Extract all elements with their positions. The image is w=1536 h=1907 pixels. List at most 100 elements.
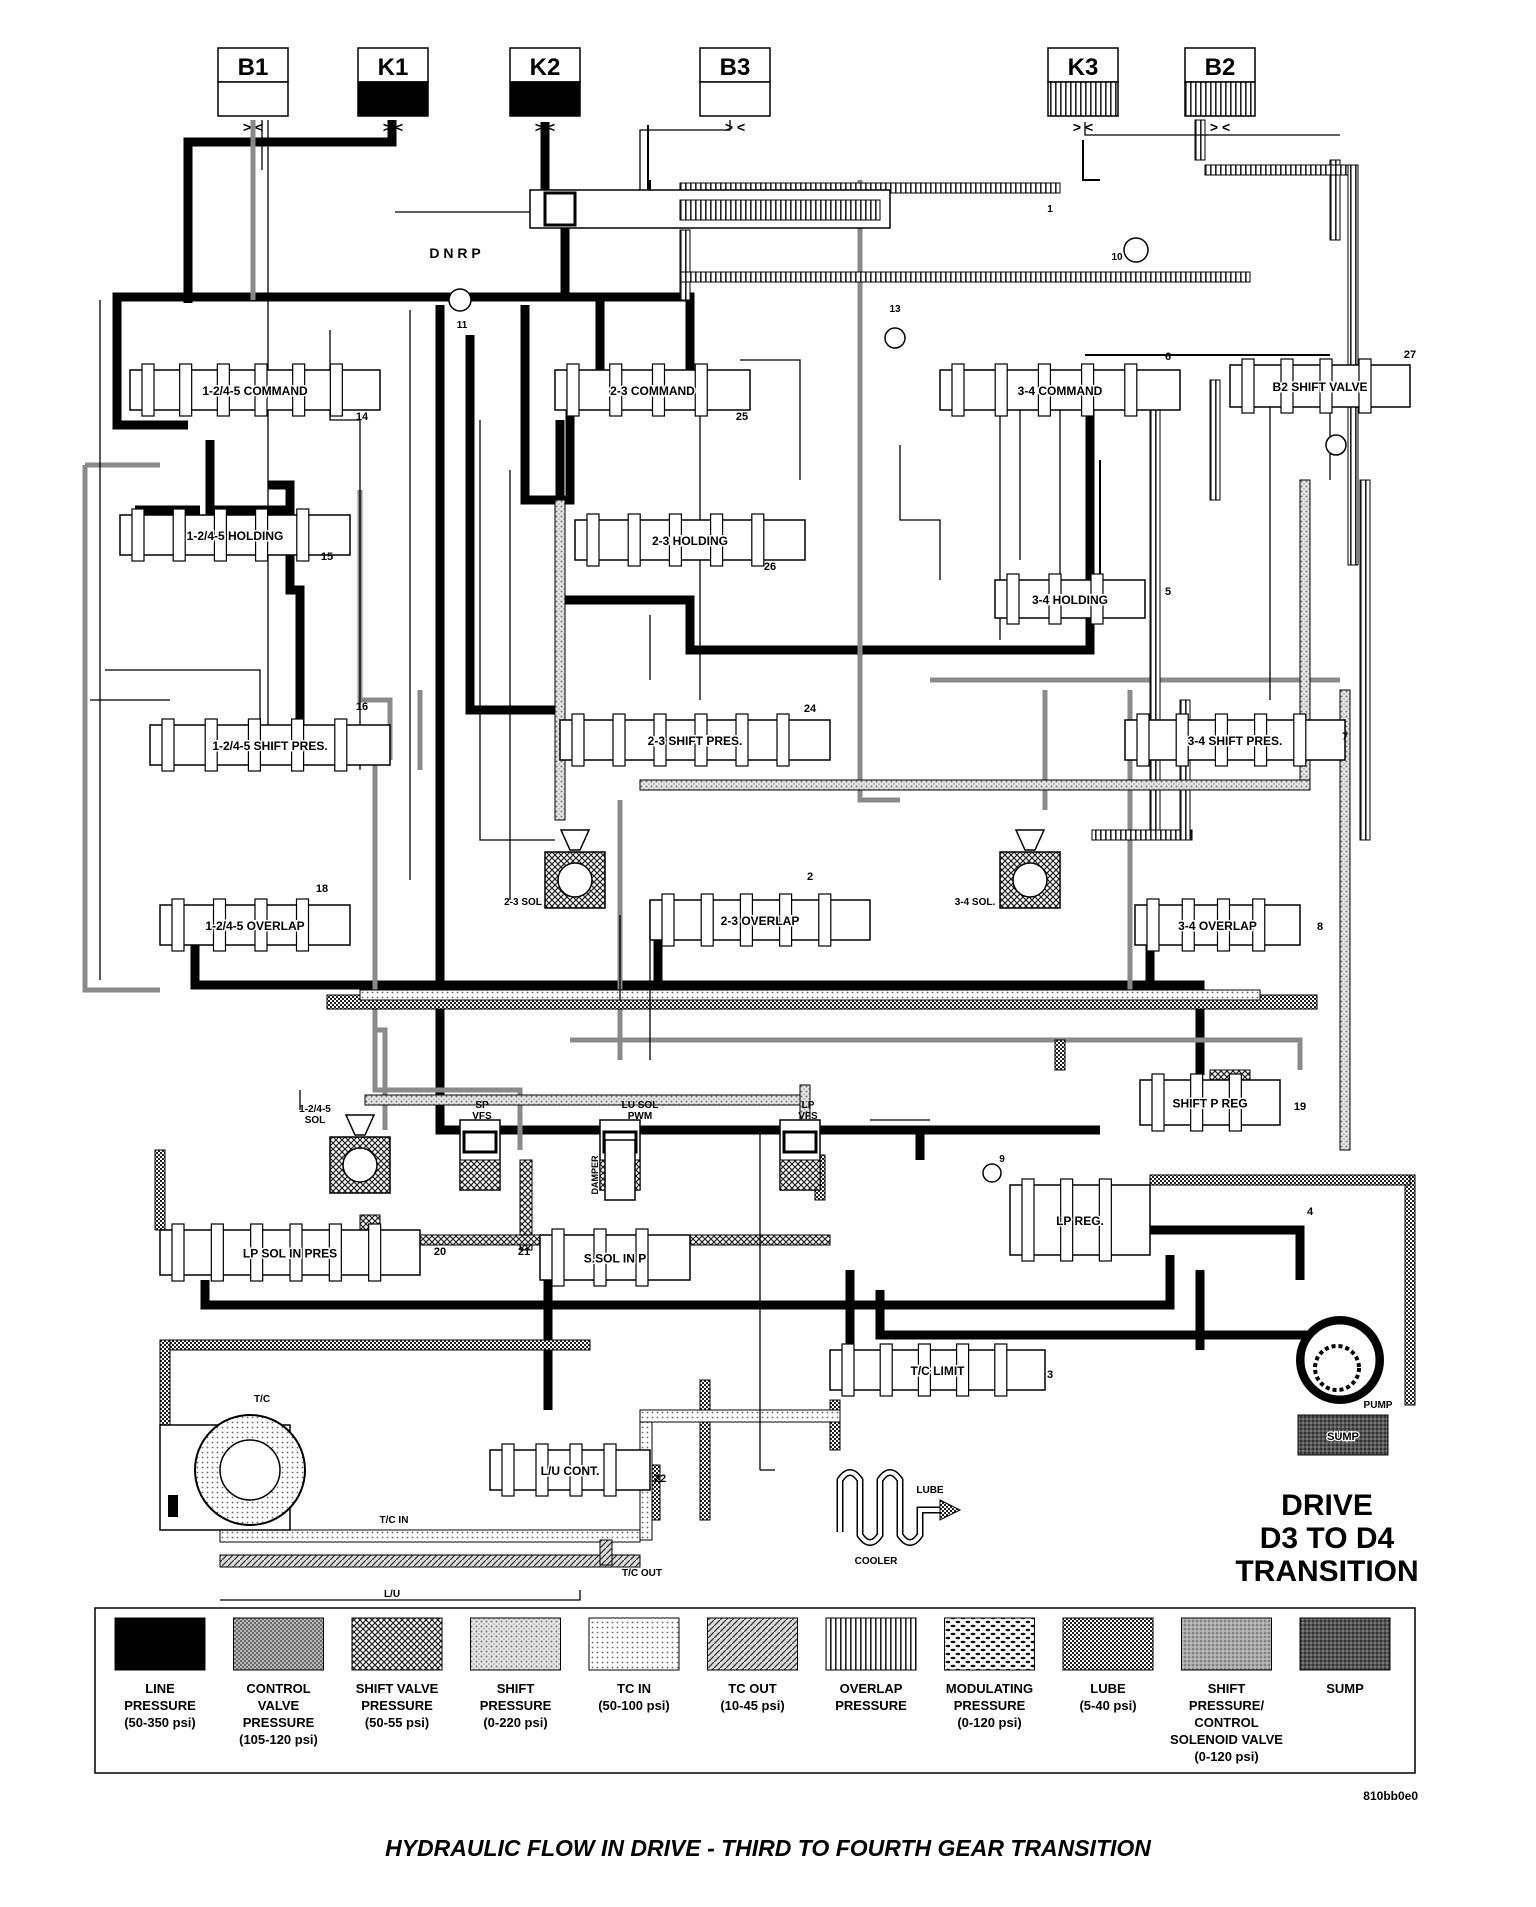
valve-label: 3-4 HOLDING <box>1032 593 1108 607</box>
tc-label: T/C <box>254 1394 270 1405</box>
valve-number: 20 <box>434 1246 446 1258</box>
clutch-label: K2 <box>530 54 561 81</box>
legend-text: (105-120 psi) <box>239 1732 318 1747</box>
legend-item-sump: SUMP <box>1299 1617 1391 1696</box>
valve-b2-shift-valve: B2 SHIFT VALVE 27 <box>1229 349 1416 414</box>
pump-label: PUMP <box>1364 1400 1393 1411</box>
legend-text: PRESSURE <box>361 1698 433 1713</box>
pump: PUMP <box>1296 1316 1393 1411</box>
valve-1-2-4-5-holding: 1-2/4-5 HOLDING 15 <box>119 508 351 563</box>
legend-item-tcout: TC OUT (10-45 psi) <box>707 1617 798 1713</box>
valve-label: 1-2/4-5 OVERLAP <box>205 919 304 933</box>
title-line-1: DRIVE <box>1281 1489 1373 1522</box>
legend-text: LUBE <box>1090 1681 1126 1696</box>
legend-text: (0-120 psi) <box>1194 1749 1258 1764</box>
solenoid-label: VFS <box>472 1111 492 1122</box>
legend-text: OVERLAP <box>840 1681 903 1696</box>
manual-valve: D N R P1 <box>395 189 1053 261</box>
valve-1-2-4-5-overlap: 1-2/4-5 OVERLAP 18 <box>159 883 351 952</box>
title-line-2: D3 TO D4 <box>1260 1522 1395 1555</box>
check-ball <box>448 288 472 312</box>
valve-l-u-cont: L/U CONT. 22 <box>489 1443 666 1497</box>
legend-text: LINE <box>145 1681 175 1696</box>
check-ball <box>1325 434 1347 456</box>
valve-label: 2-3 OVERLAP <box>721 914 800 928</box>
check-ball <box>982 1163 1002 1183</box>
valve-number: 7 <box>1342 731 1348 743</box>
valve-number: 8 <box>1317 921 1323 933</box>
valve-label: B2 SHIFT VALVE <box>1273 380 1368 394</box>
valve-label: 3-4 OVERLAP <box>1178 919 1257 933</box>
valve-label: 1-2/4-5 HOLDING <box>187 529 284 543</box>
legend-text: MODULATING <box>946 1681 1033 1696</box>
solenoid-2-3-sol: 2-3 SOL <box>504 829 606 909</box>
hydraulic-passages <box>82 119 1416 1601</box>
legend-text: TC OUT <box>728 1681 776 1696</box>
valve-number: 22 <box>654 1473 666 1485</box>
lube-label: LUBE <box>916 1485 944 1496</box>
legend-text: (10-45 psi) <box>720 1698 784 1713</box>
solenoid-label: LU SOL <box>622 1100 659 1111</box>
valve-label: 1-2/4-5 COMMAND <box>202 384 308 398</box>
lu-label: L/U <box>384 1589 400 1600</box>
valve-label: SHIFT P REG <box>1172 1097 1247 1111</box>
legend-text: SHIFT <box>1208 1681 1246 1696</box>
valve-label: L/U CONT. <box>541 1464 600 1478</box>
valve-number: 27 <box>1404 349 1416 361</box>
item-number: 9 <box>999 1154 1005 1165</box>
valve-number: 4 <box>1307 1206 1314 1218</box>
legend-text: (0-220 psi) <box>483 1715 547 1730</box>
valve-number: 21 <box>518 1246 530 1258</box>
legend-text: (50-350 psi) <box>124 1715 196 1730</box>
valve-2-3-shift-pres: 2-3 SHIFT PRES.24 <box>559 703 831 767</box>
tc-in-label: T/C IN <box>380 1515 409 1526</box>
legend-text: VALVE <box>258 1698 300 1713</box>
legend-swatch <box>944 1617 1035 1671</box>
hydraulic-components: B1> <K1> <K2> <B3> <K3> <B2> <D N R P11-… <box>119 47 1416 1600</box>
valve-number: 2 <box>807 871 813 883</box>
damper: DAMPER <box>590 1139 636 1201</box>
sump-label: SUMP <box>1327 1431 1359 1443</box>
legend-text: PRESSURE <box>480 1698 552 1713</box>
caption: HYDRAULIC FLOW IN DRIVE - THIRD TO FOURT… <box>385 1835 1151 1861</box>
clutch-b1: B1> < <box>217 47 289 135</box>
legend-swatch <box>825 1617 917 1671</box>
valve-3-4-shift-pres: 3-4 SHIFT PRES.7 <box>1124 713 1348 767</box>
valve-number: 14 <box>356 411 369 423</box>
valve-number: 16 <box>356 701 368 713</box>
title-block: DRIVE D3 TO D4 TRANSITION <box>1235 1489 1418 1588</box>
check-ball <box>884 327 906 349</box>
valve-number: 26 <box>764 561 776 573</box>
legend-item-line: LINE PRESSURE (50-350 psi) <box>114 1617 206 1730</box>
manual-valve-positions: D N R P <box>429 245 480 261</box>
valve-number: 15 <box>321 551 333 563</box>
clutch-label: K1 <box>378 54 409 81</box>
legend-swatch <box>470 1617 561 1671</box>
legend-text: CONTROL <box>246 1681 310 1696</box>
valve-label: 2-3 SHIFT PRES. <box>648 734 743 748</box>
item-number: 11 <box>457 320 468 331</box>
legend-swatch <box>588 1617 680 1671</box>
clutch-k2: K2> < <box>509 47 581 135</box>
cooler-label: COOLER <box>855 1556 899 1567</box>
legend-text: TC IN <box>617 1681 651 1696</box>
legend-text: PRESSURE <box>124 1698 196 1713</box>
valve-number: 18 <box>316 883 328 895</box>
legend-text: SUMP <box>1326 1681 1364 1696</box>
legend-text: (0-120 psi) <box>957 1715 1021 1730</box>
legend-item-tcin: TC IN(50-100 psi) <box>588 1617 680 1713</box>
valve-number: 3 <box>1047 1369 1053 1381</box>
damper-label: DAMPER <box>590 1155 600 1195</box>
orifice-mark: > < <box>1210 119 1230 135</box>
legend-swatch <box>1181 1617 1272 1671</box>
legend-swatch <box>351 1617 443 1671</box>
legend-swatch <box>1299 1617 1391 1671</box>
